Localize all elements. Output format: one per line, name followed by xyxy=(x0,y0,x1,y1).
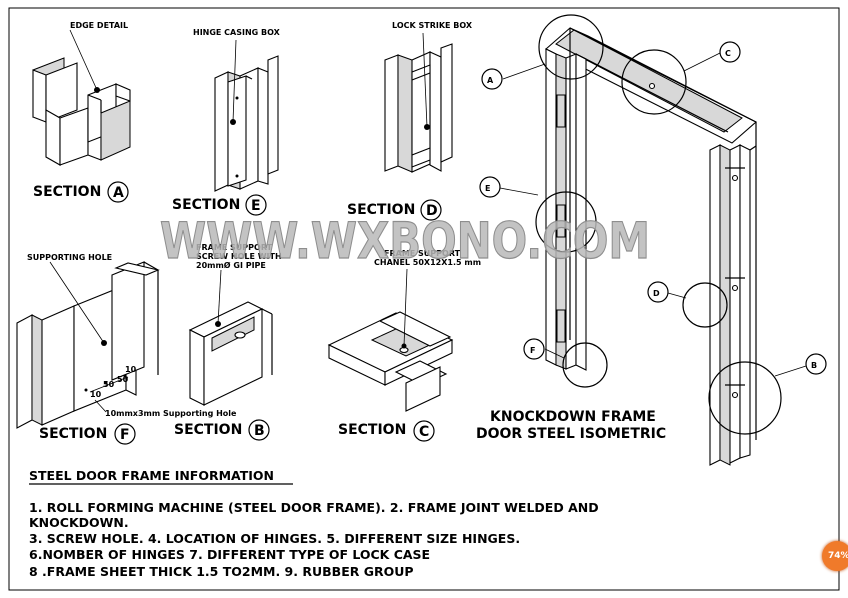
section-f-circle xyxy=(114,423,136,445)
frame-support-chanel-line2: CHANEL 50X12X1.5 mm xyxy=(374,258,481,267)
hinge-casing-box-label: HINGE CASING BOX xyxy=(193,28,281,37)
section-c-frame-channel xyxy=(327,268,454,412)
section-a-circle xyxy=(107,181,129,203)
frame-support-chanel-line1: FRAME SUPPORT xyxy=(384,249,461,258)
frame-support-screw-line1: FRAME SUPPORT xyxy=(196,243,273,252)
supporting-hole-size-label: 10mmx3mm Supporting Hole xyxy=(105,409,237,418)
dim-4: 10 xyxy=(125,365,137,374)
section-e-circle xyxy=(245,194,267,216)
section-c-circle xyxy=(413,420,435,442)
section-c-title: SECTION xyxy=(338,422,406,438)
section-f-supporting-hole xyxy=(16,261,160,429)
info-line-5: 8 .FRAME SHEET THICK 1.5 TO2MM. 9. RUBBE… xyxy=(29,564,414,579)
callout-d: D xyxy=(647,281,669,303)
callout-b: B xyxy=(805,353,827,375)
sheet-border xyxy=(8,7,840,591)
dim-1: 10 xyxy=(90,390,102,399)
info-line-1: 1. ROLL FORMING MACHINE (STEEL DOOR FRAM… xyxy=(29,500,599,515)
callout-c: C xyxy=(719,41,741,63)
section-f-title: SECTION xyxy=(39,426,107,442)
section-d-lock-strike xyxy=(384,32,453,173)
info-heading: STEEL DOOR FRAME INFORMATION xyxy=(29,468,274,483)
section-e-hinge-casing xyxy=(214,39,279,192)
section-d-letter: D xyxy=(426,203,438,219)
callout-a-letter: A xyxy=(487,76,494,85)
section-a-title: SECTION xyxy=(33,184,101,200)
section-b-circle xyxy=(248,419,270,441)
section-a-letter: A xyxy=(113,185,124,201)
section-c-letter: C xyxy=(419,424,429,440)
section-d-title: SECTION xyxy=(347,202,415,218)
edge-detail-label: EDGE DETAIL xyxy=(70,21,128,30)
info-line-3: 3. SCREW HOLE. 4. LOCATION OF HINGES. 5.… xyxy=(29,531,520,546)
info-line-4: 6.NOMBER OF HINGES 7. DIFFERENT TYPE OF … xyxy=(29,547,430,562)
dim-3: 50 xyxy=(117,375,129,384)
zoom-badge[interactable]: 74% xyxy=(822,541,848,571)
knockdown-frame-isometric xyxy=(499,14,807,466)
callout-e: E xyxy=(479,176,501,198)
callout-c-letter: C xyxy=(725,49,731,58)
callout-d-letter: D xyxy=(653,289,660,298)
frame-support-screw-line3: 20mmØ GI PIPE xyxy=(196,260,266,270)
watermark-text: WWW.WXBONO.COM xyxy=(160,212,650,270)
section-b-letter: B xyxy=(254,423,265,439)
callout-a: A xyxy=(481,68,503,90)
callout-e-letter: E xyxy=(485,184,490,193)
section-e-letter: E xyxy=(251,198,261,214)
frame-support-screw-line2: SCREW HOLE WITH xyxy=(196,252,282,261)
callout-b-letter: B xyxy=(811,361,817,370)
callout-f: F xyxy=(523,338,545,360)
supporting-hole-label: SUPPORTING HOLE xyxy=(27,253,112,262)
section-a-edge-detail xyxy=(32,29,131,166)
callout-f-letter: F xyxy=(530,346,535,355)
section-f-letter: F xyxy=(120,427,130,443)
section-b-frame-support xyxy=(188,269,273,406)
section-d-circle xyxy=(420,199,442,221)
lock-strike-box-label: LOCK STRIKE BOX xyxy=(392,21,473,30)
section-e-title: SECTION xyxy=(172,197,240,213)
isometric-title-line1: KNOCKDOWN FRAME xyxy=(490,409,656,425)
info-line-2: KNOCKDOWN. xyxy=(29,515,129,530)
dim-2: 50 xyxy=(103,380,115,389)
section-b-title: SECTION xyxy=(174,422,242,438)
isometric-title-line2: DOOR STEEL ISOMETRIC xyxy=(476,426,666,442)
